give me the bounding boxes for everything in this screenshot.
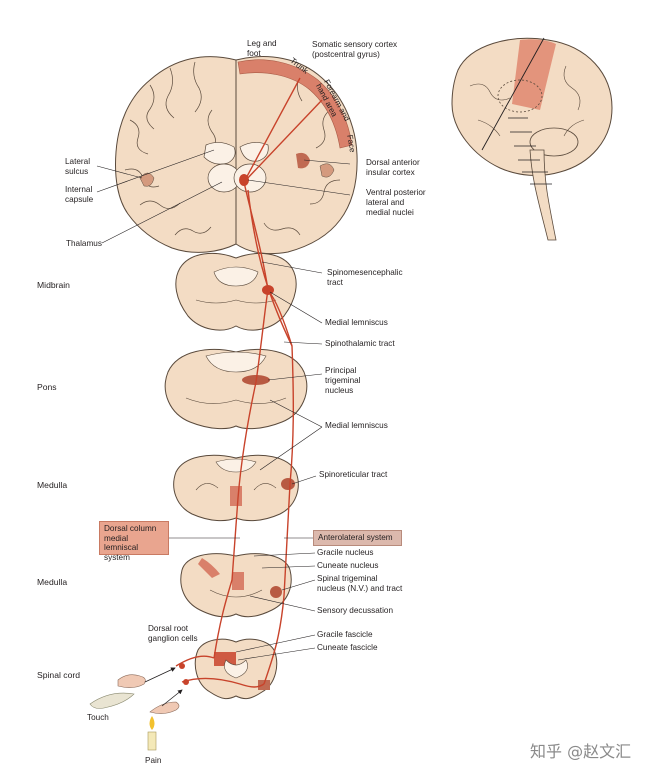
label-medial-lemniscus-upper: Medial lemniscus xyxy=(325,318,388,327)
level-medulla-upper: Medulla xyxy=(37,480,68,490)
label-medial-lemniscus-lower: Medial lemniscus xyxy=(325,421,388,430)
insular-cortex-highlight xyxy=(296,152,310,169)
pathway-lines xyxy=(175,77,323,688)
pons-section xyxy=(164,349,308,430)
label-somatic-sensory-cortex: Somatic sensory cortex (postcentral gyru… xyxy=(312,40,398,59)
coronal-brain-section xyxy=(115,56,358,255)
label-spinoreticular-tract: Spinoreticular tract xyxy=(319,470,388,479)
brain-left-hemisphere xyxy=(115,56,237,253)
pain-stimulus xyxy=(147,689,183,751)
label-pain: Pain xyxy=(145,756,162,765)
inset-section-ticks xyxy=(508,117,552,185)
label-internal-capsule: Internal capsule xyxy=(65,185,94,204)
dorsal-root-ganglion-cells xyxy=(179,663,189,685)
thalamus-right xyxy=(233,163,267,193)
level-pons: Pons xyxy=(37,382,57,392)
label-cuneate-nucleus: Cuneate nucleus xyxy=(317,561,379,570)
spinal-cord-section xyxy=(194,638,278,700)
label-dorsal-anterior-insular-cortex: Dorsal anterior insular cortex xyxy=(366,158,420,177)
spinoreticular-target xyxy=(281,478,295,490)
level-spinal-cord: Spinal cord xyxy=(37,670,80,680)
label-gracile-nucleus: Gracile nucleus xyxy=(317,548,374,557)
label-thalamus: Thalamus xyxy=(66,239,102,248)
label-spinothalamic-tract: Spinothalamic tract xyxy=(325,339,395,348)
lateral-sulcus-area xyxy=(139,163,335,187)
anterolateral-system-box: Anterolateral system xyxy=(313,530,402,546)
label-spinal-trigeminal-nucleus: Spinal trigeminal nucleus (N.V.) and tra… xyxy=(317,574,403,593)
label-ventral-posterior-nuclei: Ventral posterior lateral and medial nuc… xyxy=(366,188,426,217)
label-principal-trigeminal-nucleus: Principal trigeminal nucleus xyxy=(325,366,361,395)
lateral-brain-inset xyxy=(451,37,613,241)
label-sensory-decussation: Sensory decussation xyxy=(317,606,394,615)
leader-lines xyxy=(96,149,351,661)
postcentral-gyrus-highlight xyxy=(237,59,353,149)
label-spinomesencephalic-tract: Spinomesencephalic tract xyxy=(327,268,403,287)
label-leg-and-foot: Leg and foot xyxy=(247,39,277,58)
label-cuneate-fascicle: Cuneate fascicle xyxy=(317,643,378,652)
touch-stimulus xyxy=(89,667,176,709)
lateral-ventricles xyxy=(203,142,269,165)
label-dorsal-root-ganglion-cells: Dorsal root ganglion cells xyxy=(148,624,198,643)
lower-medulla-section xyxy=(180,553,292,618)
label-touch: Touch xyxy=(87,713,109,722)
label-gracile-fascicle: Gracile fascicle xyxy=(317,630,373,639)
upper-medulla-section xyxy=(173,454,299,522)
level-medulla-lower: Medulla xyxy=(37,577,68,587)
level-midbrain: Midbrain xyxy=(37,280,70,290)
dorsal-column-system-box: Dorsal column medial lemniscal system xyxy=(99,521,169,562)
label-lateral-sulcus: Lateral sulcus xyxy=(65,157,91,176)
watermark: 知乎 @赵文汇 xyxy=(530,742,632,761)
